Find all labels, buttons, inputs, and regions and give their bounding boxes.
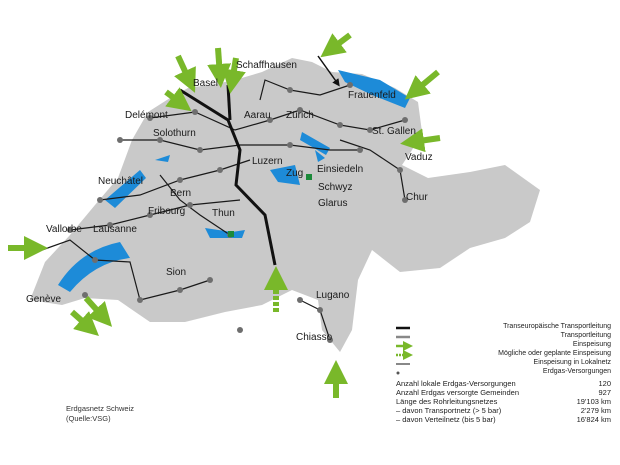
city-label: Basel <box>193 78 218 89</box>
legend: Transeuropäische Transportleitung Transp… <box>420 323 611 383</box>
city-label: Genève <box>26 294 61 305</box>
city-label: Glarus <box>318 198 347 209</box>
city-label: Zürich <box>286 110 314 121</box>
city-label: Aarau <box>244 110 271 121</box>
transport-pipelines <box>41 79 406 341</box>
city-label: St. Gallen <box>372 126 416 137</box>
stat-label: Anzahl lokale Erdgas-Versorgungen <box>396 379 516 388</box>
feed-in-arrows <box>8 32 441 398</box>
caption-title: Erdgasnetz Schweiz <box>66 404 134 413</box>
legend-item: Einspeisung in Lokalnetz <box>533 359 611 366</box>
city-label: Schwyz <box>318 182 352 193</box>
city-label: Solothurn <box>153 128 196 139</box>
legend-item: Einspeisung <box>572 341 611 348</box>
city-label: Sion <box>166 267 186 278</box>
legend-symbols <box>396 326 413 375</box>
city-label: Frauenfeld <box>348 90 396 101</box>
local-feed-in-arrow <box>317 55 340 87</box>
city-label: Chur <box>406 192 428 203</box>
stat-label: Länge des Rohrleitungsnetzes <box>396 397 498 406</box>
stat-label: – davon Transportnetz (> 5 bar) <box>396 406 502 415</box>
city-label: Einsiedeln <box>317 164 363 175</box>
lake-lucerne <box>270 165 300 185</box>
city-label: Bern <box>170 188 191 199</box>
transeuropean-pipeline <box>179 88 277 266</box>
city-label: Vaduz <box>405 152 433 163</box>
city-label: Luzern <box>252 156 283 167</box>
city-label: Thun <box>212 208 235 219</box>
city-label: Schaffhausen <box>236 60 297 71</box>
stat-label: – davon Verteilnetz (bis 5 bar) <box>396 415 496 424</box>
switzerland-outline <box>30 58 540 352</box>
stat-value: 120 <box>598 379 611 388</box>
supply-nodes <box>67 82 408 343</box>
stat-value: 16'824 km <box>576 415 611 424</box>
map-caption: Erdgasnetz Schweiz (Quelle:VSG) <box>66 404 134 424</box>
city-label: Lausanne <box>93 224 137 235</box>
city-label: Neuchâtel <box>98 176 143 187</box>
stat-value: 2'279 km <box>580 406 611 415</box>
city-label: Zug <box>286 168 303 179</box>
legend-item: Transeuropäische Transportleitung <box>503 323 611 330</box>
stat-value: 927 <box>598 388 611 397</box>
legend-item: Erdgas-Versorgungen <box>542 368 611 375</box>
lakes <box>58 70 410 292</box>
city-label: Vallorbe <box>46 224 82 235</box>
stat-value: 19'103 km <box>576 397 611 406</box>
city-label: Chiasso <box>296 332 333 343</box>
lake-constance <box>338 70 410 108</box>
lake-thun <box>205 228 245 238</box>
stat-label: Anzahl Erdgas versorgte Gemeinden <box>396 388 519 397</box>
legend-item: Mögliche oder geplante Einspeisung <box>498 350 611 357</box>
legend-item: Transportleitung <box>560 332 611 339</box>
caption-source: (Quelle:VSG) <box>66 414 111 423</box>
city-label: Fribourg <box>148 206 185 217</box>
lake-geneva <box>58 242 130 292</box>
city-label: Delémont <box>125 110 168 121</box>
city-label: Lugano <box>316 290 350 301</box>
